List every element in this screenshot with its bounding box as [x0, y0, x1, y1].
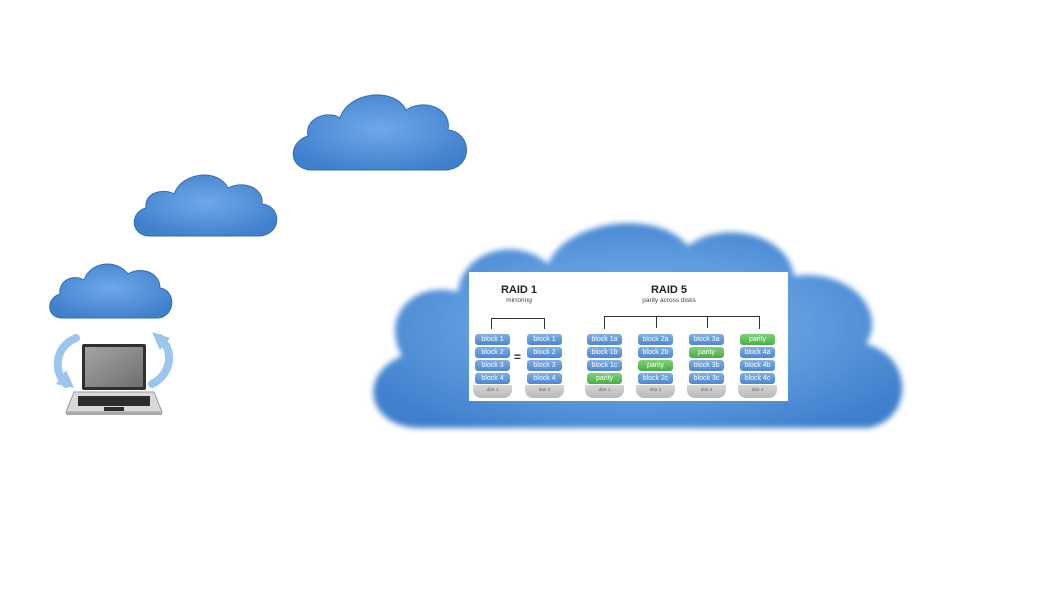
raid5-disk-2: block 2a block 2b parity block 2c disk 2: [636, 328, 675, 398]
raid5-subtitle: parity across disks: [642, 297, 696, 304]
parity-block: parity: [587, 373, 622, 384]
raid1-disk-2: block 1 block 2 block 3 block 4 disk 2: [525, 328, 564, 398]
disk-label: disk 1: [486, 387, 499, 392]
block: block 2: [475, 347, 510, 358]
disk-label: disk 4: [751, 387, 764, 392]
block: block 4a: [740, 347, 775, 358]
raid1-subtitle: mirroring: [506, 297, 532, 304]
parity-block: parity: [638, 360, 673, 371]
block: block 3c: [689, 373, 724, 384]
block: block 4: [527, 373, 562, 384]
block: block 4: [475, 373, 510, 384]
disk-label: disk 2: [649, 387, 662, 392]
block: block 1a: [587, 334, 622, 345]
raid5-connector: [604, 316, 760, 329]
block: block 4c: [740, 373, 775, 384]
block: block 1b: [587, 347, 622, 358]
block: block 2c: [638, 373, 673, 384]
block: block 3: [475, 360, 510, 371]
disk-label: disk 1: [598, 387, 611, 392]
parity-block: parity: [689, 347, 724, 358]
block: block 3b: [689, 360, 724, 371]
raid5-title: RAID 5: [650, 284, 688, 296]
raid-diagram: RAID 1 mirroring RAID 5 parity across di…: [469, 272, 788, 401]
block: block 3a: [689, 334, 724, 345]
raid1-disk-1: block 1 block 2 block 3 block 4 disk 1: [473, 328, 512, 398]
medium-cloud-icon: [128, 166, 283, 244]
laptop-icon: [53, 332, 173, 415]
block: block 4b: [740, 360, 775, 371]
raid5-disk-1: block 1a block 1b block 1c parity disk 1: [585, 328, 624, 398]
equals-sign: =: [514, 350, 522, 364]
block: block 1: [527, 334, 562, 345]
disk-label: disk 3: [700, 387, 713, 392]
block: block 1: [475, 334, 510, 345]
raid1-title: RAID 1: [500, 284, 538, 296]
block: block 2a: [638, 334, 673, 345]
raid5-connector-tick: [656, 316, 657, 328]
block: block 2: [527, 347, 562, 358]
block: block 2b: [638, 347, 673, 358]
block: block 1c: [587, 360, 622, 371]
raid5-disk-3: block 3a parity block 3b block 3c disk 3: [687, 328, 726, 398]
upper-cloud-icon: [286, 86, 474, 180]
raid5-connector-tick: [707, 316, 708, 328]
raid1-connector: [491, 318, 545, 329]
small-cloud-icon: [44, 256, 179, 330]
disk-label: disk 2: [538, 387, 551, 392]
parity-block: parity: [740, 334, 775, 345]
laptop-illustration: [44, 328, 184, 424]
block: block 3: [527, 360, 562, 371]
raid5-disk-4: parity block 4a block 4b block 4c disk 4: [738, 328, 777, 398]
